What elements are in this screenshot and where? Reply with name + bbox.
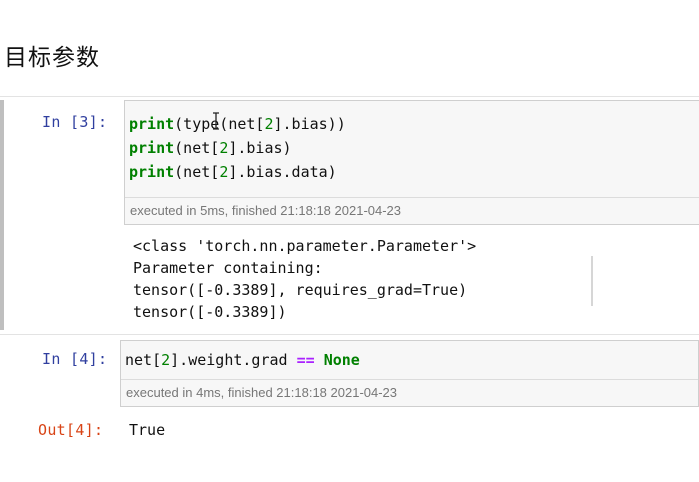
code-line: print(type(net[2].bias)) <box>129 115 346 133</box>
section-heading: 目标参数 <box>4 45 100 71</box>
code-cell-4[interactable]: In [4]: net[2].weight.grad == None execu… <box>0 340 699 450</box>
cell-divider <box>0 334 699 335</box>
code-line: print(net[2].bias) <box>129 139 292 157</box>
execution-info: executed in 4ms, finished 21:18:18 2021-… <box>121 379 698 406</box>
input-prompt: In [3]: <box>42 113 108 131</box>
output-scrollbar[interactable] <box>591 256 593 306</box>
code-cell-3[interactable]: In [3]: print(type(net[2].bias)) print(n… <box>0 100 699 330</box>
code-input-area[interactable]: net[2].weight.grad == None executed in 4… <box>120 340 699 407</box>
code-line: print(net[2].bias.data) <box>129 163 337 181</box>
cell-divider <box>0 96 699 97</box>
execution-info: executed in 5ms, finished 21:18:18 2021-… <box>125 197 699 224</box>
code-input-area[interactable]: print(type(net[2].bias)) print(net[2].bi… <box>124 100 699 225</box>
output-value: True <box>129 421 166 439</box>
output-line: tensor([-0.3389], requires_grad=True) <box>133 281 468 299</box>
output-line: tensor([-0.3389]) <box>133 303 287 321</box>
output-line: Parameter containing: <box>133 259 323 277</box>
text-cursor-icon <box>213 112 219 130</box>
input-prompt: In [4]: <box>42 350 108 368</box>
code-line: net[2].weight.grad == None <box>125 351 360 369</box>
output-line: <class 'torch.nn.parameter.Parameter'> <box>133 237 477 255</box>
output-prompt: Out[4]: <box>38 421 104 439</box>
